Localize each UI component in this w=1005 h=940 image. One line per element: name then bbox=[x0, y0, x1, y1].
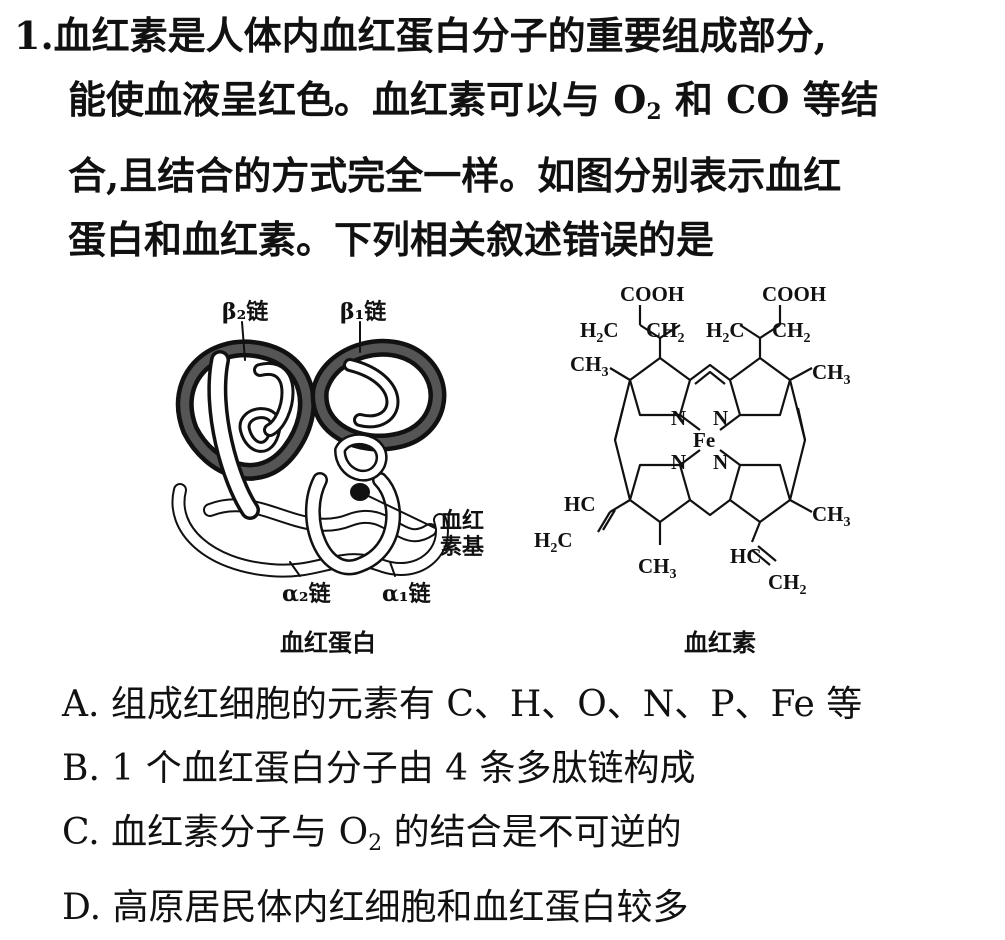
heme-structure-diagram bbox=[597, 305, 813, 566]
stem-line-4: 蛋白和血红素。下列相关叙述错误的是 bbox=[68, 217, 715, 262]
label-alpha1-chain: α₁链 bbox=[382, 581, 431, 607]
label-cooh-left: COOH bbox=[620, 282, 685, 306]
label-h2c-right: H2C bbox=[706, 318, 745, 347]
label-h2c-left: H2C bbox=[580, 318, 619, 347]
label-fe: Fe bbox=[693, 428, 716, 452]
figure-area: β₂链 β₁链 血红 素基 α₂链 α₁链 血红蛋白 bbox=[150, 280, 890, 665]
label-n4: N bbox=[713, 450, 729, 474]
label-ch2-right: CH2 bbox=[772, 318, 811, 347]
stem-line-2: 能使血液呈红色。血红素可以与 O2 和 CO 等结 bbox=[68, 77, 879, 125]
caption-hemoglobin: 血红蛋白 bbox=[280, 629, 376, 657]
answer-options: A. 组成红细胞的元素有 C、H、O、N、P、Fe 等 B. 1 个血红蛋白分子… bbox=[62, 673, 992, 940]
label-beta2-chain: β₂链 bbox=[222, 299, 269, 325]
label-n2: N bbox=[713, 406, 729, 430]
label-beta1-chain: β₁链 bbox=[340, 299, 387, 325]
stem-line-1: 1.血红素是人体内血红蛋白分子的重要组成部分, bbox=[14, 13, 827, 58]
label-ch2-left: CH2 bbox=[646, 318, 685, 347]
label-ch2-bottom: CH2 bbox=[768, 570, 807, 599]
label-ch3-top-left: CH3 bbox=[570, 352, 609, 381]
label-ch3-top-right: CH3 bbox=[812, 360, 851, 389]
label-n1: N bbox=[671, 406, 687, 430]
label-heme-group: 血红 素基 bbox=[440, 508, 485, 560]
label-alpha2-chain: α₂链 bbox=[282, 581, 331, 607]
stem-line-3: 合,且结合的方式完全一样。如图分别表示血红 bbox=[68, 153, 842, 198]
label-cooh-right: COOH bbox=[762, 282, 827, 306]
label-h2c-left-vinyl: H2C bbox=[534, 528, 573, 557]
hemoglobin-illustration bbox=[171, 321, 449, 578]
option-c[interactable]: C. 血红素分子与 O2 的结合是不可逆的 bbox=[62, 812, 682, 856]
label-ch3-bottom: CH3 bbox=[638, 554, 677, 583]
label-n3: N bbox=[671, 450, 687, 474]
option-b[interactable]: B. 1 个血红蛋白分子由 4 条多肽链构成 bbox=[62, 748, 696, 789]
option-a[interactable]: A. 组成红细胞的元素有 C、H、O、N、P、Fe 等 bbox=[62, 684, 863, 725]
label-ch3-mid-right: CH3 bbox=[812, 502, 851, 531]
question-stem: 1.血红素是人体内血红蛋白分子的重要组成部分, 能使血液呈红色。血红素可以与 O… bbox=[14, 4, 999, 272]
option-d[interactable]: D. 高原居民体内红细胞和血红蛋白较多 bbox=[62, 887, 689, 928]
label-hc-left: HC bbox=[564, 492, 596, 516]
caption-heme: 血红素 bbox=[684, 629, 756, 657]
label-hc-right: HC bbox=[730, 544, 762, 568]
question-number: 1. bbox=[14, 13, 54, 58]
